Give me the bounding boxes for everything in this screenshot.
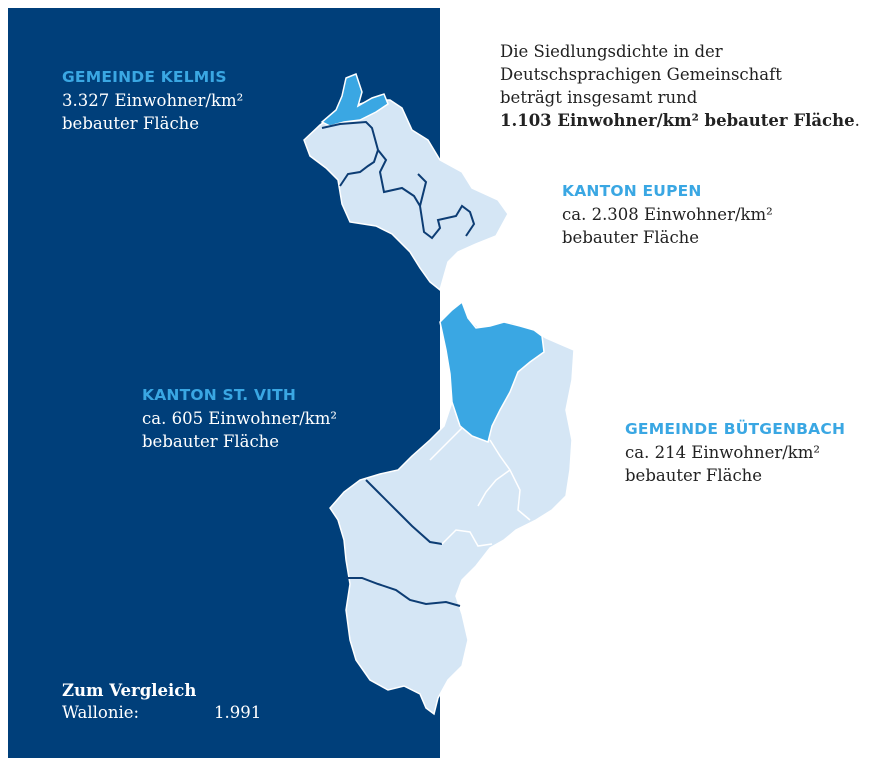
kanton-stvith-shape	[329, 300, 575, 716]
comparison-box: Zum Vergleich Wallonie: 1.991	[62, 680, 261, 724]
kelmis-unit: bebauter Fläche	[62, 114, 200, 133]
label-kanton-stvith: KANTON ST. VITH ca. 605 Einwohner/km² be…	[142, 384, 337, 453]
eupen-unit: bebauter Fläche	[562, 228, 700, 247]
label-gemeinde-buetgenbach: GEMEINDE BÜTGENBACH ca. 214 Einwohner/km…	[625, 418, 845, 487]
kanton-eupen-shape	[303, 73, 509, 292]
buetgenbach-title: GEMEINDE BÜTGENBACH	[625, 420, 846, 438]
eupen-municipal-borders	[321, 120, 476, 240]
kelmis-value: 3.327 Einwohner/km²	[62, 91, 244, 110]
intro-line-1: Die Siedlungsdichte in der	[500, 42, 723, 61]
stvith-title: KANTON ST. VITH	[142, 386, 297, 404]
eupen-value: ca. 2.308 Einwohner/km²	[562, 205, 773, 224]
intro-line-2: Deutschsprachigen Gemeinschaft	[500, 65, 782, 84]
stvith-value: ca. 605 Einwohner/km²	[142, 409, 338, 428]
label-gemeinde-kelmis: GEMEINDE KELMIS 3.327 Einwohner/km² beba…	[62, 66, 243, 135]
compare-value: 1.991	[214, 703, 262, 722]
gemeinde-kelmis-region	[320, 73, 389, 127]
gemeinde-buetgenbach-region	[439, 300, 545, 443]
compare-title: Zum Vergleich	[62, 681, 197, 700]
stvith-district-borders	[346, 479, 461, 607]
intro-line-3: beträgt insgesamt rund	[500, 88, 698, 107]
stvith-municipal-borders	[429, 427, 531, 521]
label-kanton-eupen: KANTON EUPEN ca. 2.308 Einwohner/km² beb…	[562, 180, 773, 249]
stvith-south-region	[329, 300, 575, 716]
eupen-title: KANTON EUPEN	[562, 182, 702, 200]
compare-region: Wallonie:	[62, 703, 140, 722]
eupen-north-region	[303, 99, 509, 292]
intro-highlight: 1.103 Einwohner/km² bebauter Fläche	[500, 111, 855, 130]
stvith-south-edge	[441, 529, 493, 547]
stvith-unit: bebauter Fläche	[142, 432, 280, 451]
intro-end: .	[854, 111, 860, 130]
buetgenbach-value: ca. 214 Einwohner/km²	[625, 443, 821, 462]
kelmis-title: GEMEINDE KELMIS	[62, 68, 227, 86]
buetgenbach-unit: bebauter Fläche	[625, 466, 763, 485]
intro-paragraph: Die Siedlungsdichte in der Deutschsprach…	[500, 40, 860, 132]
